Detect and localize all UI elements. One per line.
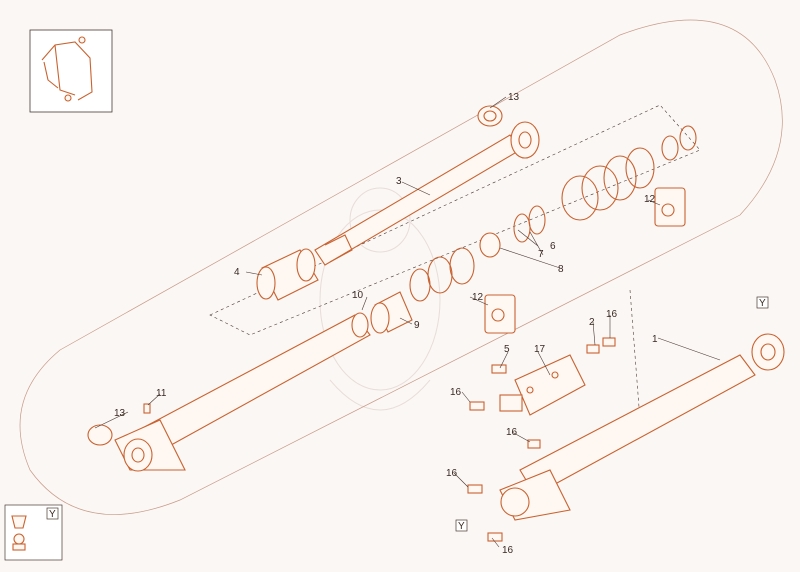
bushing-top[interactable] [477,105,503,127]
cylinder-assembly[interactable] [499,333,785,521]
callout-6[interactable]: 6 [550,241,556,252]
valve-block[interactable] [499,354,586,416]
piston-rod[interactable] [314,121,540,266]
callout-5[interactable]: 5 [504,344,510,355]
callout-8[interactable]: 8 [558,264,564,275]
y-marker-top[interactable]: Y [756,296,769,309]
callout-10[interactable]: 10 [352,290,364,301]
y-marker-label: Y [759,298,766,309]
y-marker-bottom[interactable]: Y [455,519,468,532]
callout-12a[interactable]: 12 [644,194,656,205]
callout-1[interactable]: 1 [652,334,658,345]
callout-2[interactable]: 2 [589,317,595,328]
cap-icon [11,515,27,529]
callout-16d[interactable]: 16 [446,468,458,479]
callout-9[interactable]: 9 [414,320,420,331]
seal-rings[interactable] [409,125,697,302]
callout-12b[interactable]: 12 [472,292,484,303]
leader-lines [94,96,721,548]
fitting-legend-icon [13,533,25,545]
callout-13b[interactable]: 13 [114,408,126,419]
watermark-dragon-icon [319,187,441,411]
callout-7[interactable]: 7 [538,249,544,260]
piston-head[interactable] [256,248,319,301]
callout-4[interactable]: 4 [234,267,240,278]
legend-y-label: Y [49,509,56,520]
callout-3[interactable]: 3 [396,176,402,187]
y-marker-label-2: Y [458,521,465,532]
guide-box-right [629,289,641,421]
callout-11[interactable]: 11 [156,388,167,399]
guide-box-seals [209,104,701,336]
callout-16c[interactable]: 16 [506,427,518,438]
excavator-thumbnail-icon[interactable] [29,29,113,113]
legend-box: Y [4,504,63,561]
gland-nut[interactable] [370,291,413,334]
callout-17[interactable]: 17 [534,344,546,355]
fitting-icon[interactable] [467,337,616,542]
cylinder-barrel[interactable] [114,312,371,472]
callout-16b[interactable]: 16 [450,387,462,398]
seal-kit-bag-icon[interactable] [654,187,686,227]
assembly-outline [19,19,783,515]
callout-16e[interactable]: 16 [502,545,514,556]
grease-nipple[interactable] [143,403,151,414]
bushing-bottom[interactable] [87,424,113,446]
seal-kit-bag-icon-2[interactable] [484,294,516,334]
callout-16a[interactable]: 16 [606,309,618,320]
callout-13a[interactable]: 13 [508,92,520,103]
